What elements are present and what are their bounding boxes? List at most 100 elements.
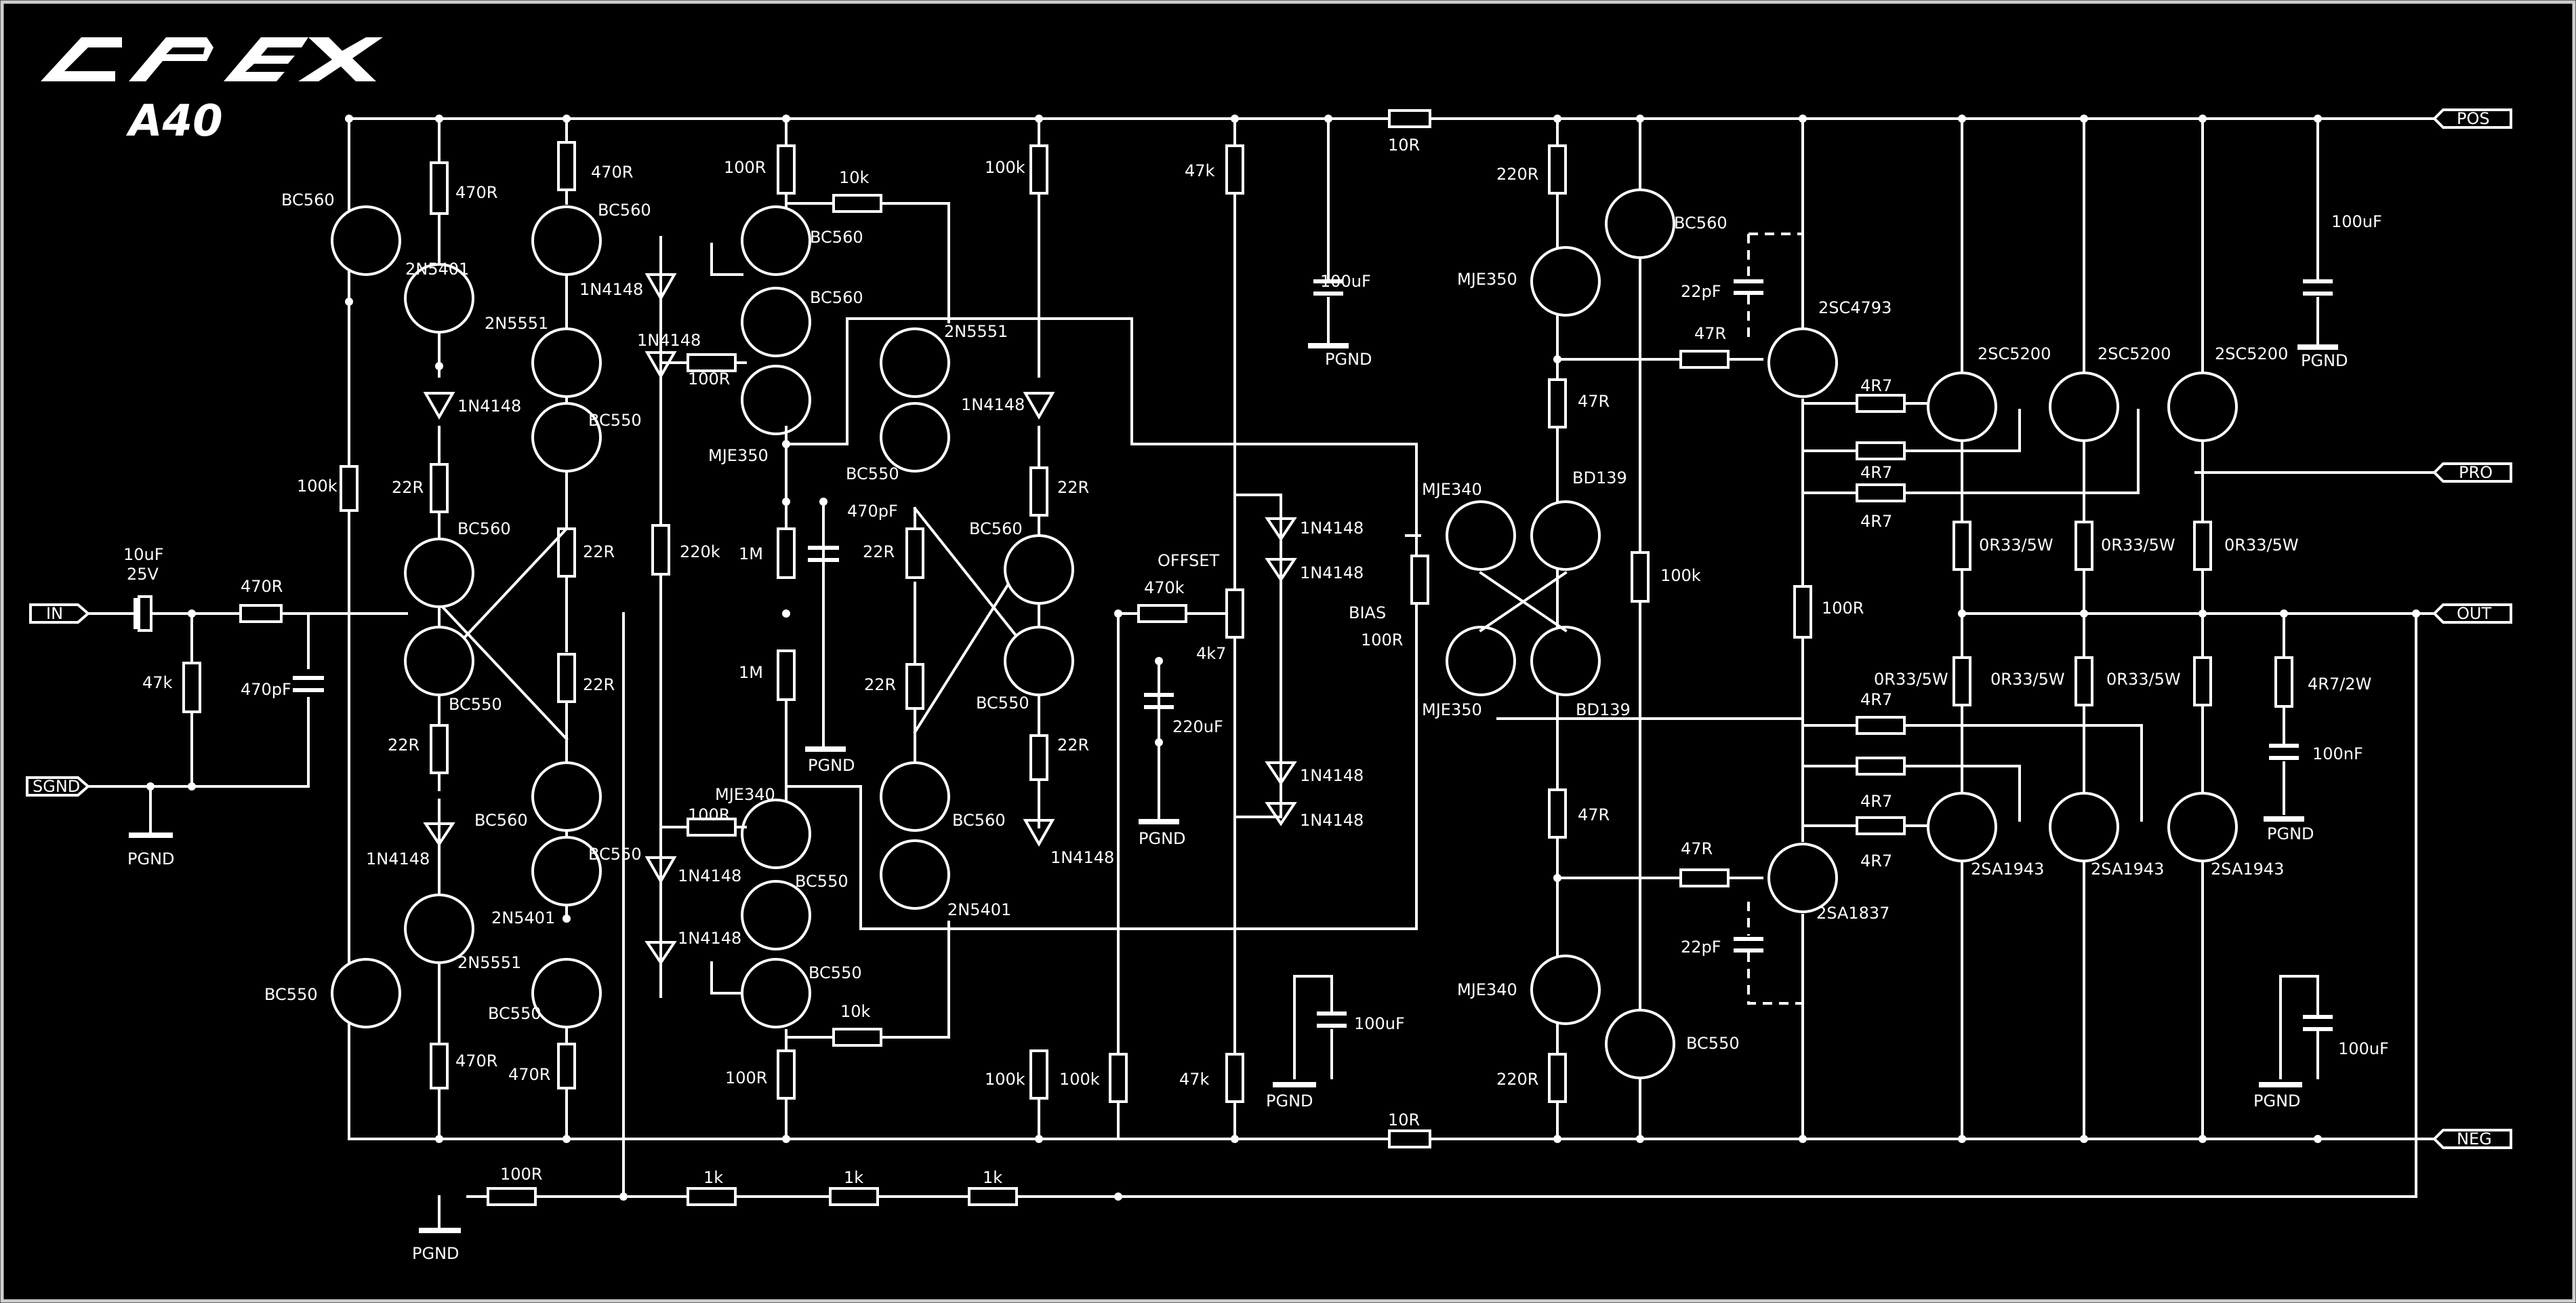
- label-c-100uf-c: 100uF: [2331, 212, 2382, 231]
- label-r-470-top: 470R: [455, 183, 497, 202]
- label-r-1k-a: 1k: [703, 1168, 723, 1187]
- label-r-22-c: 22R: [388, 736, 420, 755]
- label-d-1n4148-r: 1N4148: [961, 395, 1025, 414]
- label-q-2n5551-r: 2N5551: [944, 322, 1008, 341]
- label-offset: OFFSET: [1158, 551, 1219, 570]
- label-input-cap: 10uF: [123, 545, 164, 564]
- label-q-2sc5200-a: 2SC5200: [1978, 344, 2051, 363]
- offset-bias-network: [1117, 109, 1431, 1148]
- label-pos: POS: [2457, 109, 2490, 128]
- label-r-47k-top: 47k: [1185, 161, 1215, 180]
- label-q-bc550-mid: BC550: [449, 695, 502, 714]
- label-r-22-b: 22R: [583, 542, 615, 561]
- label-c-220uf: 220uF: [1172, 717, 1223, 736]
- label-r-4r7-2w: 4R7/2W: [2308, 675, 2371, 694]
- port-pos[interactable]: POS: [2432, 108, 2512, 129]
- label-r-100-a: 100R: [688, 369, 730, 388]
- transistors-left: [331, 205, 811, 1028]
- label-r-1m-a: 1M: [739, 544, 763, 563]
- label-c-22pf-top: 22pF: [1681, 282, 1721, 301]
- label-r-1m-b: 1M: [739, 663, 763, 682]
- label-r-4k7: 4k7: [1196, 644, 1226, 663]
- label-r-47-b: 47R: [1578, 392, 1610, 411]
- label-r-0r33-c: 0R33/5W: [2224, 536, 2299, 555]
- label-q-2n5401-top: 2N5401: [405, 260, 469, 279]
- label-r-0r33-d: 0R33/5W: [1874, 670, 1948, 689]
- label-r-22-r2: 22R: [1057, 478, 1089, 497]
- label-q-bc550-bot2: BC550: [488, 1004, 541, 1023]
- port-neg[interactable]: NEG: [2432, 1129, 2512, 1149]
- label-q-bc550-r: BC550: [846, 464, 899, 483]
- label-r-4r7-e: 4R7: [1860, 851, 1892, 870]
- model-label: A40: [125, 96, 223, 146]
- label-d-low-left: 1N4148: [366, 849, 430, 868]
- label-r-47k-bot: 47k: [1179, 1070, 1210, 1089]
- label-r-0r33-a: 0R33/5W: [1979, 536, 2053, 555]
- supply-rails: [348, 117, 2445, 1198]
- label-r-10k-bot: 10k: [840, 1002, 871, 1021]
- label-q-bc560-c1: BC560: [810, 228, 863, 247]
- label-q-bc550-c3: BC550: [795, 872, 849, 891]
- label-r-470-bot2: 470R: [508, 1065, 550, 1084]
- label-ground-label: PGND: [2301, 351, 2348, 370]
- label-d-top-left: 1N4148: [457, 397, 521, 416]
- label-q-2n5551-low: 2N5551: [457, 953, 521, 972]
- label-d-off-4: 1N4148: [1300, 811, 1364, 830]
- label-c-22pf-bot: 22pF: [1681, 938, 1721, 957]
- label-d-1n4148-c: 1N4148: [678, 866, 741, 885]
- label-d-1n4148-d: 1N4148: [678, 929, 741, 948]
- label-input-cap-v: 25V: [127, 565, 159, 584]
- label-r-470-bot: 470R: [455, 1051, 497, 1070]
- label-c-470pf: 470pF: [847, 502, 898, 521]
- port-sgnd[interactable]: SGND: [26, 776, 91, 797]
- label-c-100uf-d: 100uF: [2338, 1039, 2389, 1058]
- label-r-47-a: 47R: [1694, 324, 1726, 343]
- label-r-10-bot: 10R: [1388, 1110, 1420, 1129]
- label-q-mje340-c: MJE340: [1457, 980, 1517, 999]
- label-r-1k-c: 1k: [983, 1168, 1002, 1187]
- label-c-100uf-a: 100uF: [1320, 272, 1371, 291]
- label-ground-label: PGND: [2267, 824, 2314, 843]
- label-q-2sa1837: 2SA1837: [1816, 904, 1889, 923]
- label-q-bc560-mid: BC560: [457, 519, 511, 538]
- label-q-bc560-low: BC560: [474, 811, 528, 830]
- port-pro[interactable]: PRO: [2432, 462, 2512, 483]
- label-r-100r-top: 100R: [724, 158, 766, 177]
- port-out[interactable]: OUT: [2432, 603, 2512, 624]
- label-r-470k: 470k: [1144, 578, 1185, 597]
- vas-center: [645, 115, 1418, 1143]
- label-r-100k-bot1: 100k: [985, 1070, 1025, 1089]
- label-r-22-a: 22R: [392, 478, 424, 497]
- label-q-bc560-top: BC560: [281, 191, 335, 209]
- input-differential-left: [340, 115, 628, 1201]
- label-q-2sa1943-b: 2SA1943: [2091, 860, 2164, 879]
- label-q-mje350-drv: MJE350: [1457, 270, 1517, 289]
- label-q-bc550-c4: BC550: [809, 963, 862, 982]
- label-q-2sa1943-a: 2SA1943: [1971, 860, 2044, 879]
- label-ground-label: PGND: [1266, 1091, 1313, 1110]
- label-q-bc550-low: BC550: [588, 845, 642, 864]
- label-out: OUT: [2457, 604, 2491, 623]
- label-q-2sa1943-c: 2SA1943: [2211, 860, 2284, 879]
- label-r-470-top2: 470R: [591, 163, 633, 182]
- label-r-100k-c: 100k: [985, 158, 1025, 177]
- label-q-2sc4793: 2SC4793: [1818, 298, 1892, 317]
- label-q-mje340-b: MJE340: [1422, 480, 1482, 499]
- label-q-mje350-b: MJE350: [1422, 700, 1482, 719]
- label-r-4r7-d: 4R7: [1860, 690, 1892, 709]
- label-r-100r-bot: 100R: [725, 1068, 767, 1087]
- label-r-22-r3: 22R: [864, 675, 896, 694]
- label-q-bc560-r2: BC560: [952, 811, 1006, 830]
- label-d-off-2: 1N4148: [1300, 563, 1364, 582]
- label-ground-label: PGND: [1139, 829, 1186, 848]
- port-in[interactable]: IN: [29, 603, 91, 624]
- label-r-100k-left: 100k: [297, 477, 338, 496]
- label-neg: NEG: [2457, 1129, 2492, 1148]
- label-d-off-3: 1N4148: [1300, 766, 1364, 785]
- label-d-1n4148-b: 1N4148: [637, 331, 701, 350]
- label-q-bd139-b: BD139: [1576, 700, 1631, 719]
- label-r-220-bot: 220R: [1496, 1070, 1538, 1089]
- label-bias: BIAS: [1349, 603, 1386, 622]
- label-r-100k-drv: 100k: [1660, 566, 1701, 585]
